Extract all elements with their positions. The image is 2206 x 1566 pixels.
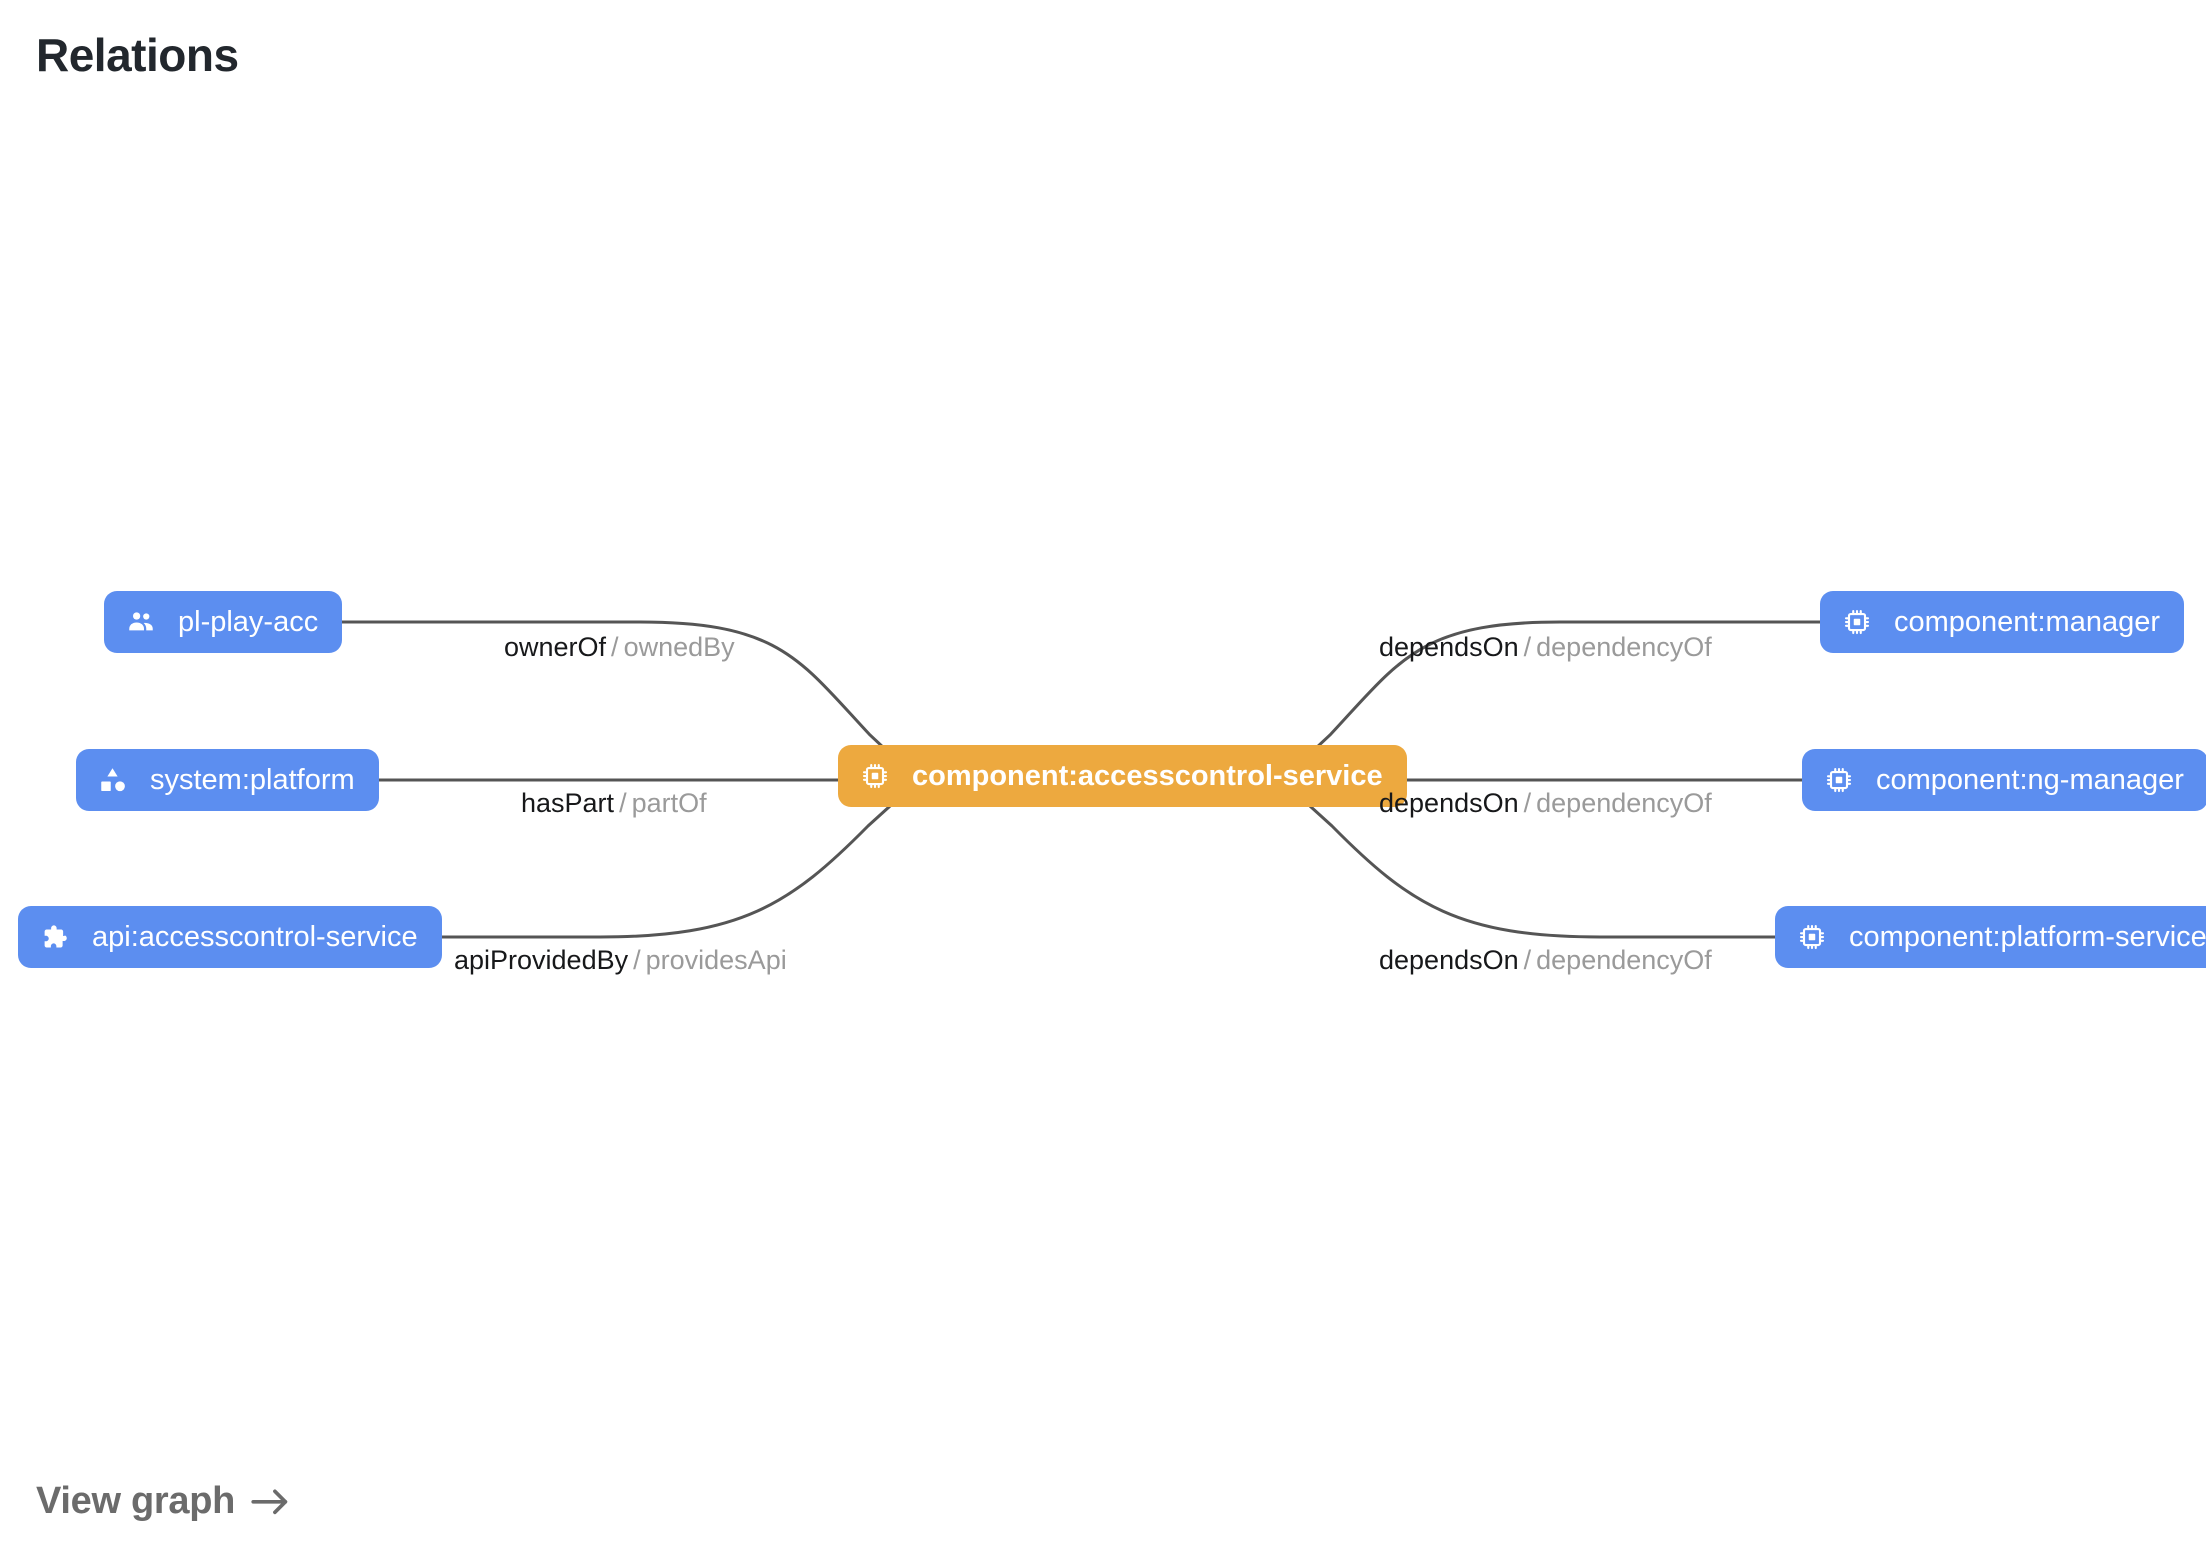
- memory-chip-icon: [1797, 922, 1827, 952]
- relation-forward: dependsOn: [1379, 945, 1519, 975]
- relation-separator: /: [619, 788, 627, 818]
- view-graph-link[interactable]: View graph: [36, 1480, 291, 1523]
- edge-label-dependsOn-manager: dependsOn/dependencyOf: [1379, 634, 1712, 661]
- relation-separator: /: [1523, 788, 1532, 818]
- graph-node-component-ng-manager[interactable]: component:ng-manager: [1802, 749, 2206, 811]
- relation-reverse: partOf: [631, 788, 707, 818]
- relation-forward: dependsOn: [1379, 788, 1519, 818]
- graph-node-system-platform[interactable]: system:platform: [76, 749, 379, 811]
- relation-separator: /: [1523, 945, 1532, 975]
- relation-forward: apiProvidedBy: [454, 945, 629, 975]
- page-title: Relations: [36, 29, 239, 81]
- relation-reverse: dependencyOf: [1536, 945, 1712, 975]
- memory-chip-icon: [860, 761, 890, 791]
- memory-chip-icon: [1842, 607, 1872, 637]
- relation-reverse: providesApi: [645, 945, 787, 975]
- graph-node-api-accesscontrol-service[interactable]: api:accesscontrol-service: [18, 906, 442, 968]
- graph-node-component-manager[interactable]: component:manager: [1820, 591, 2184, 653]
- edge-label-ownerOf: ownerOf/ownedBy: [504, 634, 735, 661]
- relation-forward: dependsOn: [1379, 632, 1519, 662]
- edge-label-apiProvidedBy: apiProvidedBy/providesApi: [454, 947, 787, 974]
- arrow-right-icon: [249, 1485, 291, 1519]
- graph-node-label: api:accesscontrol-service: [92, 920, 418, 953]
- relation-separator: /: [1523, 632, 1532, 662]
- relation-separator: /: [633, 945, 641, 975]
- graph-node-component-platform-service[interactable]: component:platform-service: [1775, 906, 2206, 968]
- graph-node-label: component:platform-service: [1849, 920, 2206, 953]
- edge-label-dependsOn-platform-service: dependsOn/dependencyOf: [1379, 947, 1712, 974]
- puzzle-extension-icon: [40, 922, 70, 952]
- edge-label-hasPart: hasPart/partOf: [521, 790, 707, 817]
- graph-node-label: component:accesscontrol-service: [912, 759, 1383, 792]
- edge-label-dependsOn-ng-manager: dependsOn/dependencyOf: [1379, 790, 1712, 817]
- relation-reverse: dependencyOf: [1536, 632, 1712, 662]
- people-group-icon: [126, 607, 156, 637]
- graph-node-label: system:platform: [150, 763, 355, 796]
- relation-separator: /: [611, 632, 619, 662]
- relation-forward: ownerOf: [504, 632, 607, 662]
- memory-chip-icon: [1824, 765, 1854, 795]
- edge-dependsOn-platform-service: [1298, 795, 1775, 939]
- graph-node-label: component:ng-manager: [1876, 763, 2184, 796]
- graph-node-label: pl-play-acc: [178, 605, 319, 638]
- graph-node-component-accesscontrol-service[interactable]: component:accesscontrol-service: [838, 745, 1407, 807]
- relation-reverse: dependencyOf: [1536, 788, 1712, 818]
- graph-node-label: component:manager: [1894, 605, 2160, 638]
- graph-node-pl-play-acc[interactable]: pl-play-acc: [104, 591, 343, 653]
- view-graph-label: View graph: [36, 1480, 236, 1522]
- relation-reverse: ownedBy: [623, 632, 735, 662]
- relation-forward: hasPart: [521, 788, 615, 818]
- category-shapes-icon: [98, 765, 128, 795]
